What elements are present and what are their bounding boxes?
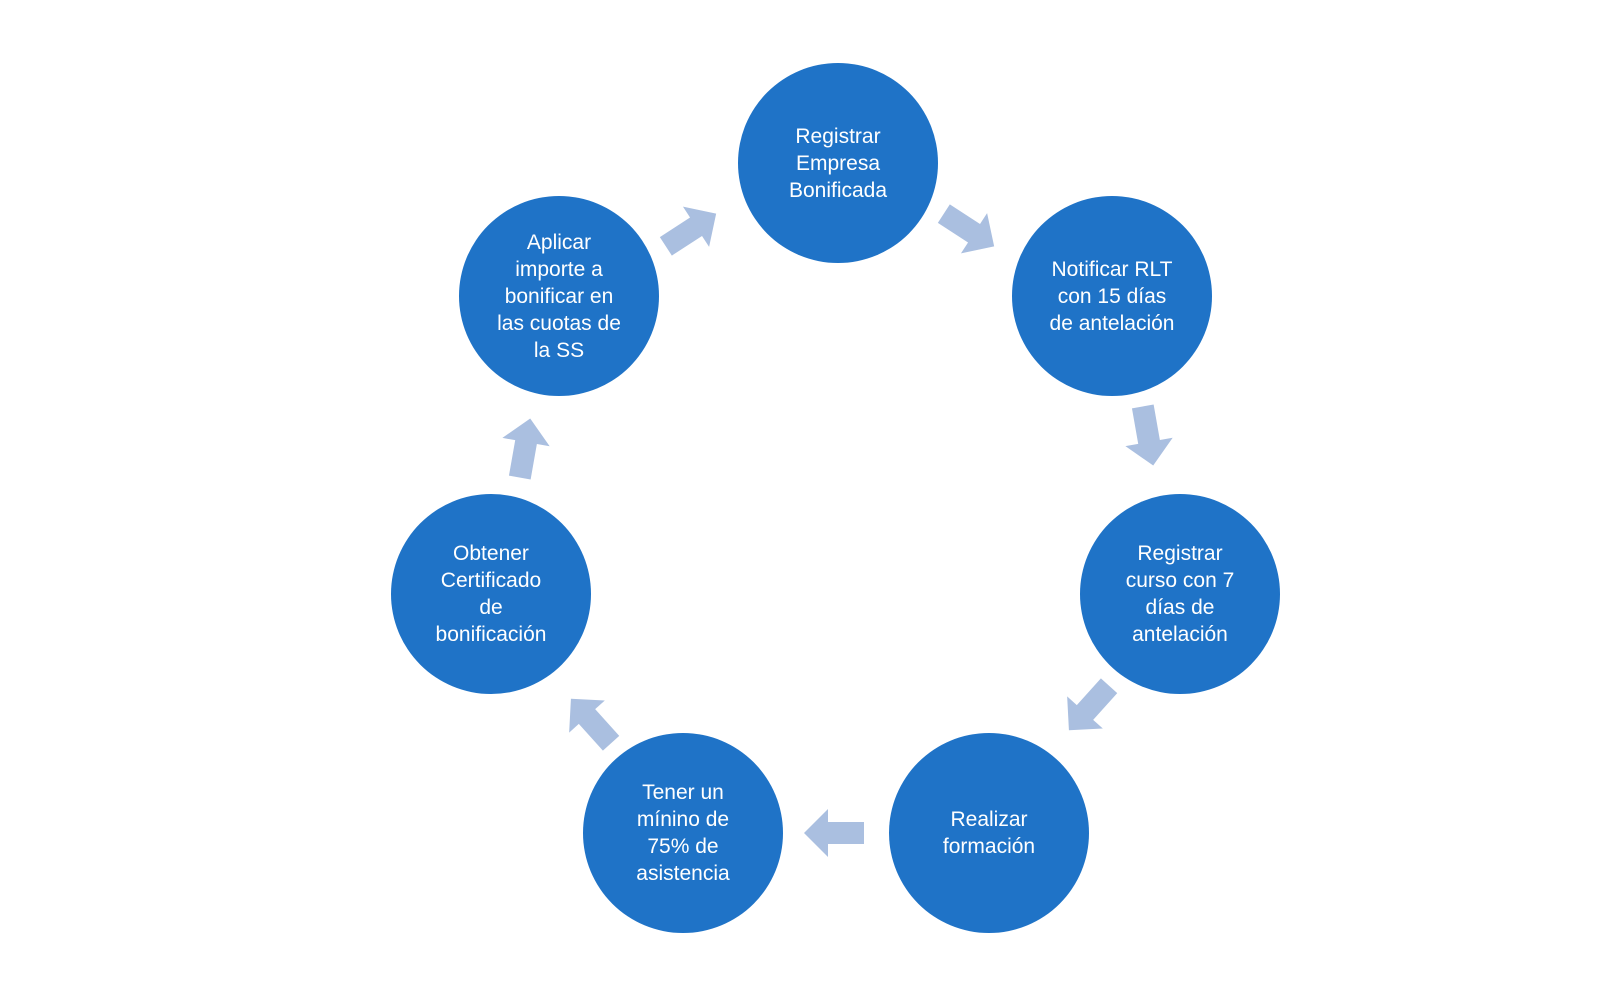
step-label: Registrar curso con 7 días de antelación: [1125, 542, 1235, 646]
step-label: Notificar RLT con 15 días de antelación: [1049, 257, 1175, 335]
step-aplicar-importe: Aplicar importe a bonificar en las cuota…: [459, 196, 659, 396]
step-label: Obtener Certificado de bonificación: [435, 542, 547, 646]
arrow-step-5-to-6-icon: [569, 698, 620, 751]
step-registrar-empresa: Registrar Empresa Bonificada: [738, 63, 938, 263]
arrow-step-4-to-5-icon: [804, 809, 864, 857]
step-notificar-rlt: Notificar RLT con 15 días de antelación: [1012, 196, 1212, 396]
step-realizar-formacion: Realizar formación: [889, 733, 1089, 933]
arrow-step-3-to-4-icon: [1067, 678, 1118, 731]
step-label: Realizar formación: [942, 808, 1036, 858]
step-label: Tener un mínino de 75% de asistencia: [636, 781, 730, 885]
arrow-step-2-to-3-icon: [1125, 404, 1173, 466]
step-obtener-certificado: Obtener Certificado de bonificación: [391, 494, 591, 694]
step-registrar-curso: Registrar curso con 7 días de antelación: [1080, 494, 1280, 694]
arrow-step-1-to-2-icon: [937, 204, 995, 254]
arrow-step-6-to-7-icon: [502, 418, 550, 480]
step-tener-asistencia: Tener un mínino de 75% de asistencia: [583, 733, 783, 933]
step-label: Registrar Empresa Bonificada: [788, 124, 888, 202]
arrow-step-7-to-1-icon: [659, 206, 717, 256]
step-label: Aplicar importe a bonificar en las cuota…: [497, 230, 621, 362]
